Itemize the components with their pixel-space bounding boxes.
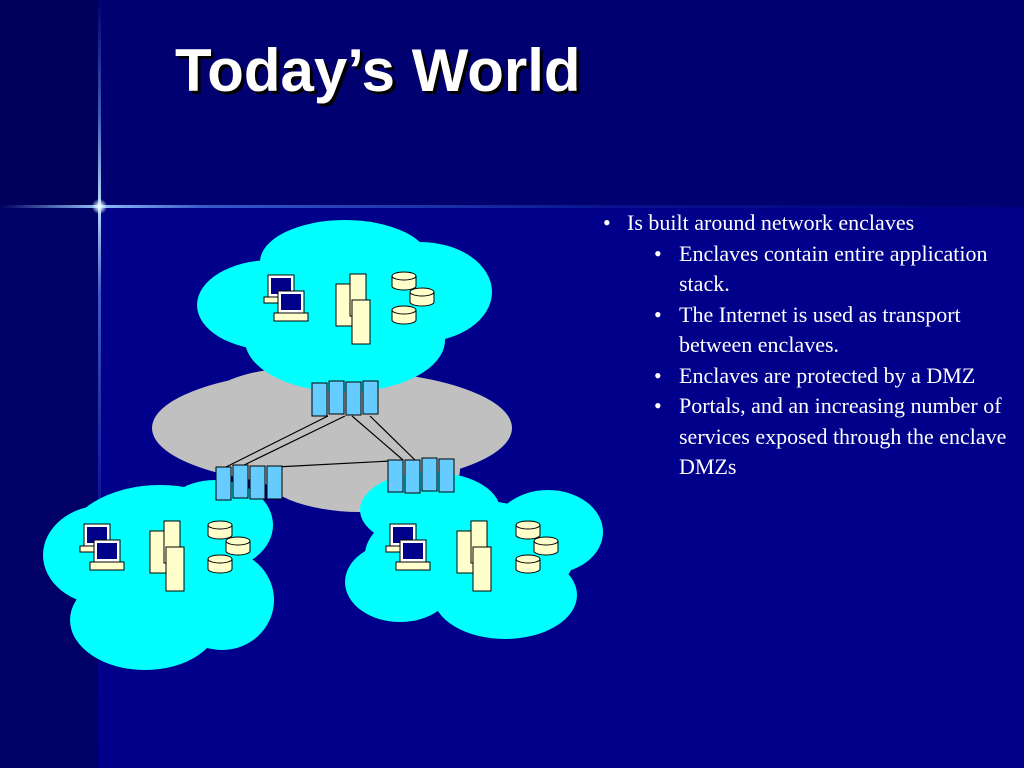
enclave-left (43, 480, 274, 670)
light-flare-star-icon (92, 199, 107, 214)
bullet-marker: • (654, 393, 662, 418)
transport-links (223, 415, 416, 469)
light-flare-vertical (98, 0, 101, 768)
bullet-marker: • (654, 240, 662, 266)
bullet-text: Enclaves are protected by a DMZ (679, 362, 976, 388)
bullet-text: Enclaves contain entire application stac… (679, 240, 988, 297)
bullet-text: Is built around network enclaves (627, 210, 915, 235)
dmz-firewall-left (215, 464, 283, 501)
background-top-band (0, 0, 1024, 207)
sub-bullet-item: • The Internet is used as transport betw… (597, 300, 1017, 361)
sub-bullet-item: • Enclaves are protected by a DMZ (597, 361, 1017, 392)
sub-bullet-item: • Portals, and an increasing number of s… (597, 391, 1017, 483)
bullet-marker: • (654, 301, 662, 327)
background-corner (0, 0, 98, 207)
bullet-marker: • (603, 210, 611, 235)
bullet-list: • Is built around network enclaves • Enc… (597, 208, 1017, 483)
bullet-marker: • (654, 362, 662, 388)
dmz-firewall-right (387, 457, 455, 494)
slide-title: Today’s World (175, 37, 581, 104)
bullet-text: Portals, and an increasing number of ser… (679, 393, 1007, 479)
bullet-text: The Internet is used as transport betwee… (679, 301, 961, 358)
sub-bullet-item: • Enclaves contain entire application st… (597, 239, 1017, 300)
bullet-item: • Is built around network enclaves (597, 208, 1017, 239)
dmz-firewall-top (311, 380, 379, 417)
light-flare-horizontal (0, 205, 1024, 208)
